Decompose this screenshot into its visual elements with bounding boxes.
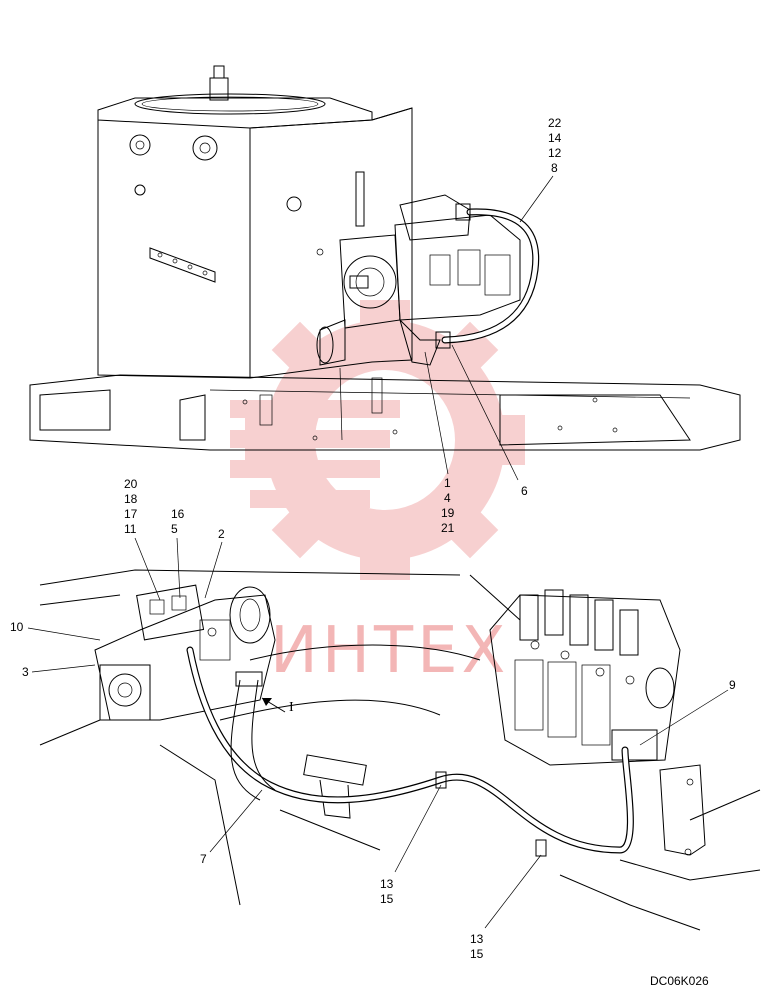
- callout-9-label: 9: [729, 678, 736, 692]
- suction-pipe: [230, 671, 276, 801]
- callout-6: 6: [451, 344, 528, 498]
- callout-20: 20: [124, 477, 138, 491]
- callout-6-label: 6: [521, 484, 528, 498]
- callout-stack-13-15-b: 13 15: [470, 854, 542, 961]
- callout-10: 10: [10, 620, 101, 641]
- callout-22: 22: [548, 116, 562, 130]
- view-arrow-I: I: [261, 697, 294, 715]
- callout-21: 21: [441, 521, 455, 535]
- upper-return-hose: [435, 203, 540, 349]
- callout-13-b: 13: [470, 932, 484, 946]
- callout-2: 2: [204, 527, 225, 599]
- callout-5: 5: [171, 522, 178, 536]
- callout-12: 12: [548, 146, 562, 160]
- view-marker-label: I: [289, 700, 294, 715]
- callout-stack-13-15-a: 13 15: [380, 784, 442, 906]
- callout-19: 19: [441, 506, 455, 520]
- callout-15-b: 15: [470, 947, 484, 961]
- machine-frame: [29, 367, 741, 451]
- callout-16: 16: [171, 507, 185, 521]
- callout-18: 18: [124, 492, 138, 506]
- drawing-code: DC06K026: [650, 974, 709, 988]
- watermark-logo: [230, 300, 525, 580]
- callout-7: 7: [200, 789, 263, 866]
- callout-1: 1: [444, 476, 451, 490]
- callout-13-a: 13: [380, 877, 394, 891]
- callout-2-label: 2: [218, 527, 225, 541]
- callout-3: 3: [22, 664, 96, 679]
- lower-frame: [39, 569, 761, 931]
- callout-9: 9: [639, 678, 736, 746]
- watermark-text: ИНТЕХ: [270, 614, 509, 688]
- callout-stack-16-5: 16 5: [171, 507, 185, 599]
- callout-14: 14: [548, 131, 562, 145]
- hydraulic-tank: [97, 65, 413, 379]
- callout-stack-20-18-17-11: 20 18 17 11: [124, 477, 161, 601]
- pilot-hose: [186, 646, 634, 857]
- callout-4: 4: [444, 491, 451, 505]
- callout-11: 11: [124, 522, 137, 536]
- callout-15-a: 15: [380, 892, 394, 906]
- callout-7-label: 7: [200, 852, 207, 866]
- callout-17: 17: [124, 507, 138, 521]
- callout-10-label: 10: [10, 620, 24, 634]
- callout-stack-1-4-19-21: 1 4 19 21: [424, 351, 455, 535]
- callout-3-label: 3: [22, 665, 29, 679]
- callout-stack-22-14-12-8: 22 14 12 8: [519, 116, 562, 223]
- main-pump-lower: [94, 584, 276, 721]
- callout-8: 8: [551, 161, 558, 175]
- control-valve: [489, 589, 681, 766]
- main-pump-upper: [316, 194, 521, 366]
